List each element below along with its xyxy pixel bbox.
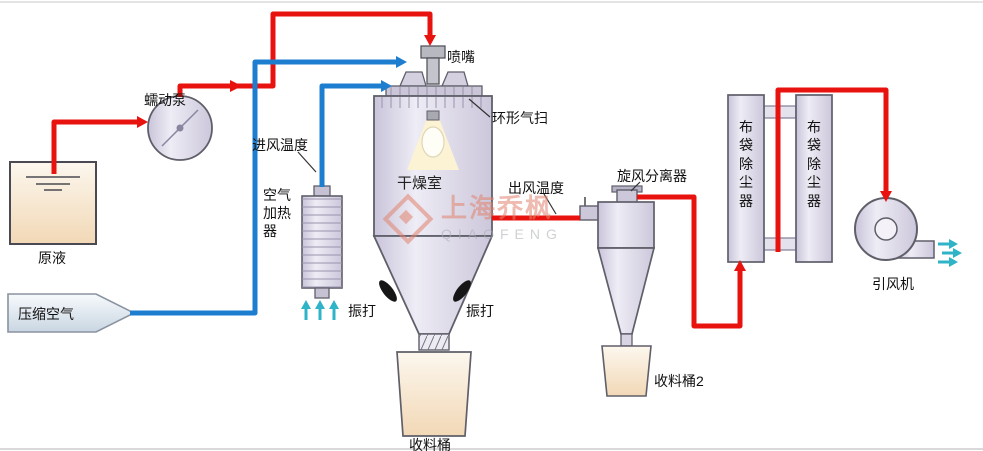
bag-filter-2-shape	[795, 94, 833, 263]
inlet-temp-label: 进风温度	[252, 137, 308, 153]
arrow-into-nozzle	[424, 35, 436, 46]
cyclone-label: 旋风分离器	[617, 168, 687, 184]
pump-label: 蠕动泵	[144, 92, 186, 108]
air-heater-label: 空气加热器	[263, 187, 291, 240]
rapper-right-label: 振打	[466, 303, 494, 319]
arrow-feed-direction	[230, 80, 242, 92]
rapper-right-icon	[453, 280, 471, 302]
fan-hub	[874, 217, 898, 241]
pipe-compressed-air	[130, 59, 396, 316]
cyclone-separator	[579, 185, 656, 347]
chamber-label: 干燥室	[397, 175, 443, 192]
drying-chamber	[372, 45, 494, 351]
bucket2-label: 收料桶2	[654, 373, 704, 389]
air-pipes	[130, 56, 407, 316]
bag-filter-1-label: 布袋除尘器	[739, 119, 753, 209]
intake-air-arrows	[301, 300, 339, 320]
rapper-left-icon	[379, 280, 397, 302]
pipe-filter-to-fan	[775, 87, 889, 252]
pipe-cyclone-to-filter	[637, 194, 743, 329]
rapper-left-label: 振打	[348, 303, 376, 319]
bucket1-label: 收料桶	[409, 437, 451, 451]
induced-draft-fan	[854, 197, 962, 267]
arrow-into-filter	[734, 260, 746, 271]
watermark-company-name: 上海乔枫	[441, 193, 554, 223]
cyclone-inlet	[579, 205, 601, 221]
top-rule	[0, 1, 983, 3]
raw-liquid-label: 原液	[38, 250, 66, 266]
air-heater	[301, 185, 343, 299]
spray-bulb	[421, 126, 445, 158]
fan-exhaust-arrows	[938, 239, 962, 267]
raw-liquid-tank	[9, 161, 97, 245]
nozzle-body	[420, 45, 446, 59]
arrow-into-pump	[137, 116, 148, 128]
pipe-heated-air	[319, 83, 381, 187]
bag-filter-1-shape	[727, 94, 765, 263]
bag-filter-2-label: 布袋除尘器	[807, 119, 821, 209]
liquid-feed-pipe	[51, 11, 436, 174]
bottom-rule	[0, 448, 983, 450]
watermark-diamond-logo-icon	[382, 193, 434, 245]
compressed-air-label: 压缩空气	[18, 306, 74, 322]
outlet-temp-label: 出风温度	[508, 180, 564, 196]
leader-lines	[297, 98, 641, 215]
arrow-heated-air	[381, 80, 392, 92]
collection-bucket	[396, 351, 472, 437]
fan-label: 引风机	[872, 276, 914, 292]
watermark-brand-latin: QIAOFENG	[441, 225, 563, 242]
watermark: 上海乔枫 QIAOFENG	[382, 193, 563, 245]
compressed-air-duct	[7, 293, 136, 333]
nozzle-label: 喷嘴	[447, 49, 475, 65]
collection-bucket-2	[601, 345, 652, 397]
arrow-into-fan	[880, 191, 892, 202]
arrow-atomizing-air	[396, 56, 407, 68]
exhaust-pipes	[492, 87, 892, 329]
peristaltic-pump	[147, 95, 213, 161]
ring-sweep-label: 环形气扫	[492, 110, 548, 126]
